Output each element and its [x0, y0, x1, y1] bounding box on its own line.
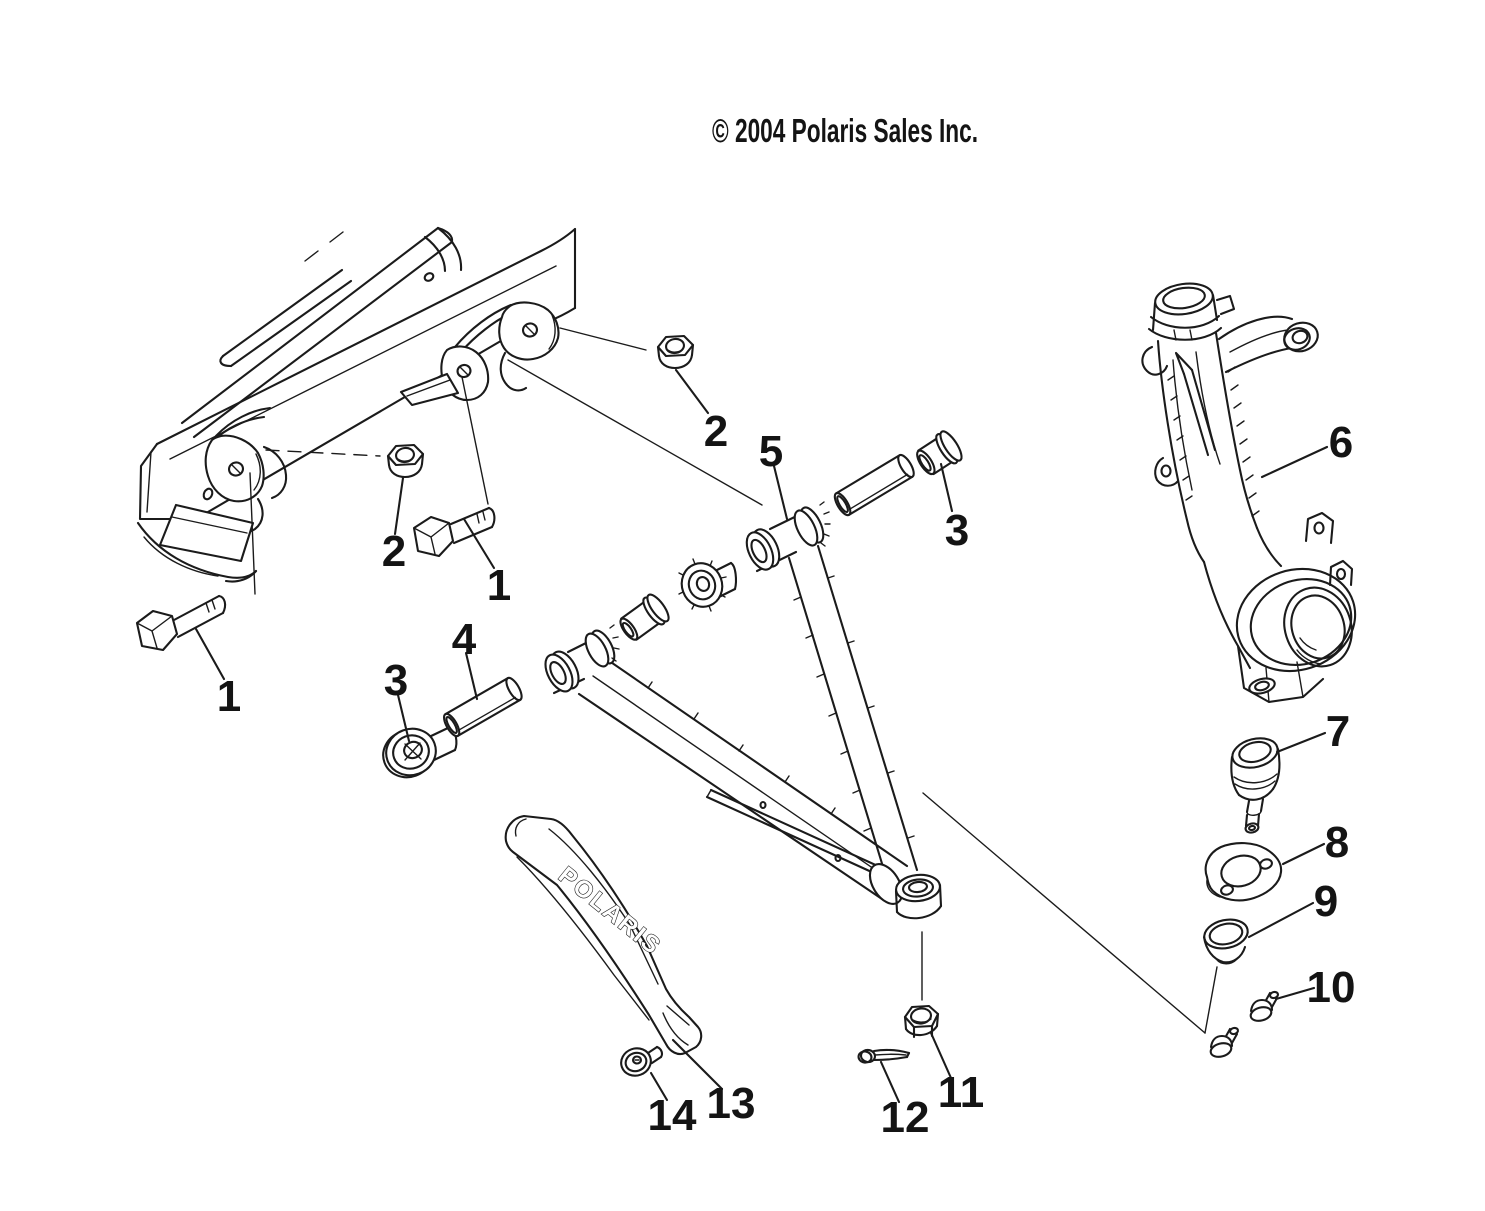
hex-nut-11 — [903, 1004, 940, 1039]
callout-2: 2 — [382, 527, 406, 576]
leader-line-12 — [879, 1060, 901, 1104]
callout-12: 12 — [881, 1093, 930, 1142]
copyright-text: © 2004 Polaris Sales Inc. — [712, 112, 978, 149]
flange-nut-2-right — [656, 334, 695, 370]
callout-6: 6 — [1329, 418, 1353, 467]
screw-10-a — [1249, 990, 1279, 1022]
leader-line-5 — [772, 464, 789, 521]
callout-3: 3 — [384, 656, 408, 705]
callout-4: 4 — [452, 615, 477, 664]
leader-line-3 — [939, 462, 954, 513]
guard-screw-14 — [620, 1045, 663, 1077]
cotter-pin-12 — [857, 1048, 911, 1064]
leader-line-1 — [462, 517, 496, 570]
hex-bolt-1-left — [135, 594, 227, 652]
leader-line-7 — [1275, 731, 1327, 754]
callout-14: 14 — [648, 1091, 697, 1140]
ball-joint-plate-8 — [1204, 842, 1283, 902]
leader-line-1 — [194, 627, 226, 681]
assembly-line — [507, 359, 763, 506]
leader-line-10 — [1274, 986, 1316, 1001]
bushing-3-left — [382, 725, 458, 779]
leader-line-14 — [649, 1071, 669, 1102]
ball-joint-socket — [894, 873, 943, 920]
hex-bolt-1-right — [412, 506, 496, 558]
callout-13: 13 — [707, 1079, 756, 1128]
leader-line-13 — [671, 1038, 724, 1091]
bushing-3-right — [916, 430, 963, 476]
leader-line-3 — [396, 693, 411, 743]
dust-cap-9 — [1202, 918, 1249, 965]
assembly-line — [922, 792, 1206, 1034]
assembly-line — [249, 472, 256, 595]
callout-3: 3 — [945, 506, 969, 555]
ball-joint-7 — [1230, 737, 1281, 834]
steering-knuckle-6 — [1141, 282, 1357, 704]
callout-2: 2 — [704, 407, 728, 456]
spacer-sleeve-4-left — [442, 676, 523, 738]
assembly-line — [1204, 966, 1218, 1034]
leader-line-11 — [929, 1031, 953, 1080]
leader-line-8 — [1281, 842, 1326, 866]
leader-line-2 — [393, 476, 405, 536]
frame-bracket-center — [399, 301, 560, 407]
leader-line-9 — [1247, 901, 1315, 939]
upper-a-arm-5 — [745, 501, 919, 882]
callout-9: 9 — [1314, 877, 1338, 926]
screw-10-b — [1209, 1026, 1239, 1058]
spacer-sleeve-4-right — [833, 453, 915, 517]
callout-7: 7 — [1326, 707, 1350, 756]
frame-bracket-left — [158, 406, 288, 563]
callout-10: 10 — [1307, 963, 1356, 1012]
callout-1: 1 — [487, 561, 511, 610]
lower-a-arm — [544, 624, 943, 920]
leader-line-4 — [464, 651, 479, 701]
assembly-line — [559, 327, 647, 351]
assembly-line-dashed — [265, 449, 381, 457]
callout-11: 11 — [938, 1068, 985, 1117]
callout-8: 8 — [1325, 818, 1349, 867]
flange-nut-2-left — [386, 443, 425, 479]
callout-5: 5 — [759, 427, 783, 476]
assembly-line — [461, 376, 489, 505]
callout-1: 1 — [217, 672, 241, 721]
a-arm-guard-13: POLARIS — [504, 814, 703, 1056]
arm-end-cap — [868, 863, 904, 905]
leader-line-2 — [674, 368, 710, 415]
leader-line-6 — [1260, 445, 1329, 479]
bushing-3-center-small — [619, 593, 670, 641]
bushing-3-center-serrated — [678, 558, 737, 612]
